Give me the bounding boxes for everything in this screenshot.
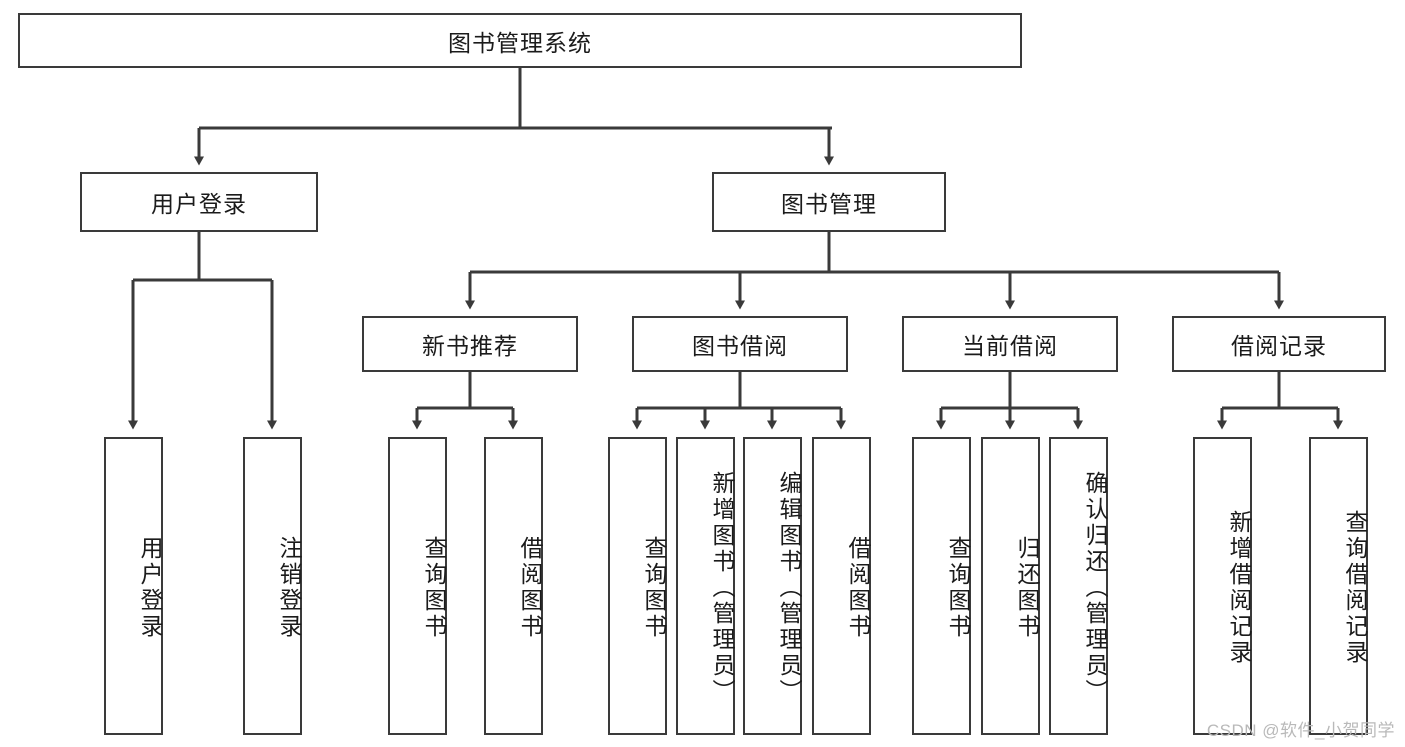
leaf-confirm-return-admin[interactable]: 确认归还（管理员） <box>1049 437 1108 735</box>
leaf-query-book-borrow[interactable]: 查询图书 <box>608 437 667 735</box>
leaf-query-borrow-record[interactable]: 查询借阅记录 <box>1309 437 1368 735</box>
node-label: 新书推荐 <box>422 333 518 359</box>
node-label: 图书管理系统 <box>448 29 592 56</box>
node-label: 注销登录 <box>276 535 302 640</box>
leaf-query-book-recommend[interactable]: 查询图书 <box>388 437 447 735</box>
node-label: 图书借阅 <box>692 333 788 359</box>
node-label: 借阅图书 <box>517 535 543 640</box>
leaf-return-book[interactable]: 归还图书 <box>981 437 1040 735</box>
node-label: 用户登录 <box>137 535 163 640</box>
leaf-add-borrow-record[interactable]: 新增借阅记录 <box>1193 437 1252 735</box>
leaf-user-login[interactable]: 用户登录 <box>104 437 163 735</box>
node-label: 借阅图书 <box>845 535 871 640</box>
node-label: 当前借阅 <box>962 333 1058 359</box>
node-label: 查询图书 <box>945 535 971 640</box>
node-label: 用户登录 <box>151 191 247 217</box>
node-label: 借阅记录 <box>1231 333 1327 359</box>
node-label: 确认归还（管理员） <box>1082 470 1108 705</box>
leaf-add-book-admin[interactable]: 新增图书（管理员） <box>676 437 735 735</box>
node-book-management[interactable]: 图书管理 <box>712 172 946 232</box>
node-label: 新增借阅记录 <box>1226 509 1252 666</box>
node-label: 查询借阅记录 <box>1342 509 1368 666</box>
csdn-watermark: CSDN @软件_小贺同学 <box>1206 721 1395 740</box>
leaf-edit-book-admin[interactable]: 编辑图书（管理员） <box>743 437 802 735</box>
node-label: 归还图书 <box>1014 535 1040 640</box>
leaf-logout-login[interactable]: 注销登录 <box>243 437 302 735</box>
node-label: 图书管理 <box>781 191 877 217</box>
leaf-query-book-current[interactable]: 查询图书 <box>912 437 971 735</box>
node-label: 查询图书 <box>421 535 447 640</box>
node-label: 新增图书（管理员） <box>709 470 735 705</box>
leaf-borrow-book-recommend[interactable]: 借阅图书 <box>484 437 543 735</box>
leaf-borrow-book[interactable]: 借阅图书 <box>812 437 871 735</box>
node-label: 查询图书 <box>641 535 667 640</box>
node-user-login[interactable]: 用户登录 <box>80 172 318 232</box>
node-label: 编辑图书（管理员） <box>776 470 802 705</box>
node-borrow-record[interactable]: 借阅记录 <box>1172 316 1386 372</box>
node-new-book-recommend[interactable]: 新书推荐 <box>362 316 578 372</box>
node-current-borrow[interactable]: 当前借阅 <box>902 316 1118 372</box>
node-root-system[interactable]: 图书管理系统 <box>18 13 1022 68</box>
node-book-borrow[interactable]: 图书借阅 <box>632 316 848 372</box>
